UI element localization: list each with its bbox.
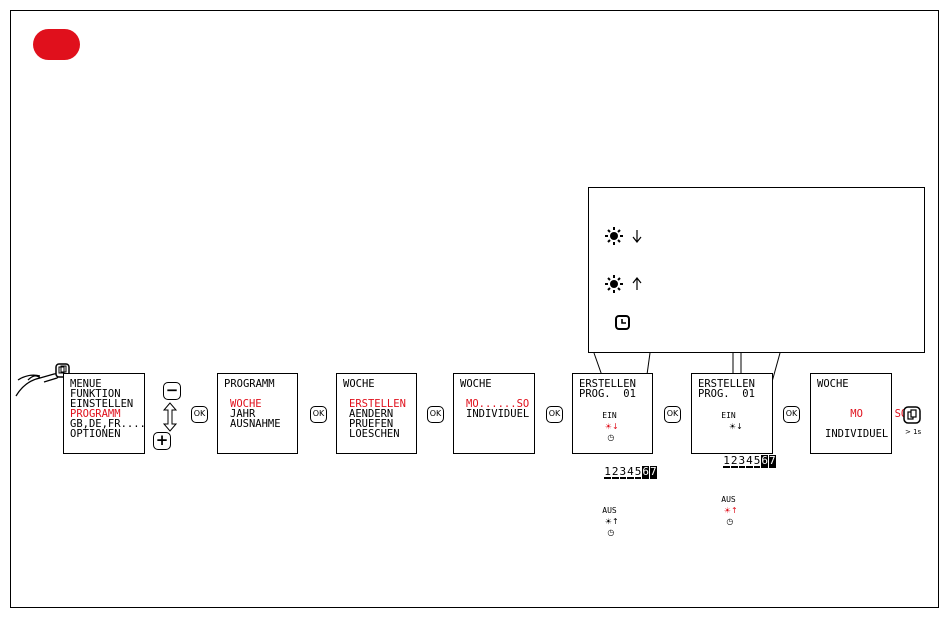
screen-title: WOCHE	[817, 378, 849, 390]
menu-line: INDIVIDUEL	[466, 408, 530, 420]
day-box-selected: 7	[650, 465, 657, 479]
menu-line: AENDERN	[349, 408, 394, 420]
erstellen-screen-1: ERSTELLEN PROG. 01 EIN ☀↓ ◷ 1234567 AUS …	[572, 373, 657, 537]
day-start: MO	[850, 408, 863, 420]
menu-line: GB,DE,FR....	[70, 418, 146, 430]
legend-symbols	[605, 227, 642, 330]
hold-duration-label: > 1s	[905, 428, 922, 436]
menu-line-selected: WOCHE	[230, 398, 262, 410]
screen-title: PROGRAMM	[224, 378, 275, 390]
sunset-icon: ☀↓	[602, 422, 619, 431]
menu-line: MENUE	[70, 378, 102, 390]
day-box: 2	[611, 465, 619, 479]
aus-label: AUS	[602, 506, 617, 515]
day-end: SO	[894, 408, 908, 420]
menu-line: INDIVIDUEL	[825, 428, 889, 440]
program-number: PROG. 01	[698, 388, 755, 400]
clock-icon: ◷	[602, 433, 615, 442]
plus-button[interactable]: +	[153, 432, 171, 450]
menu-line-selected: ERSTELLEN	[349, 398, 406, 410]
day-box-selected: 6	[642, 465, 650, 479]
woche-options-screen: WOCHE ERSTELLEN AENDERN PRUEFEN LOESCHEN	[336, 373, 417, 454]
day-box-selected: 6	[761, 454, 769, 468]
day-box: 4	[627, 465, 634, 479]
sunrise-icon: ☀↑	[602, 517, 619, 526]
ok-button[interactable]: OK	[664, 406, 681, 423]
menu-line: PRUEFEN	[349, 418, 394, 430]
erstellen-screen-2: ERSTELLEN PROG. 01 EIN ☀↓ 1234567 AUS ☀↑…	[691, 373, 776, 526]
sunrise-icon: ☀↑	[721, 506, 738, 515]
clock-icon	[615, 315, 630, 330]
ok-button[interactable]: OK	[427, 406, 444, 423]
clock-icon: ◷	[602, 528, 615, 537]
day-box: 4	[746, 454, 753, 468]
screen-title: ERSTELLEN	[579, 378, 636, 390]
menu-line: OPTIONEN	[70, 428, 121, 440]
red-indicator-dot	[33, 29, 80, 60]
diagram-frame	[10, 10, 939, 608]
day-box: 2	[730, 454, 738, 468]
woche-range-screen: WOCHE MO......SO INDIVIDUEL	[453, 373, 535, 454]
sunrise-icon	[605, 275, 642, 293]
clock-icon: ◷	[721, 517, 734, 526]
day-box: 3	[619, 465, 627, 479]
up-down-arrow-icon	[162, 402, 178, 432]
menu-line: AUSNAHME	[230, 418, 281, 430]
ok-button[interactable]: OK	[191, 406, 208, 423]
ok-button[interactable]: OK	[310, 406, 327, 423]
screen-title: ERSTELLEN	[698, 378, 755, 390]
symbol-legend-box	[588, 187, 925, 353]
menu-line: FUNKTION	[70, 388, 121, 400]
sunset-icon	[605, 227, 642, 245]
day-box: 5	[634, 465, 642, 479]
woche-summary-screen: WOCHE MO SO INDIVIDUEL	[810, 373, 907, 454]
ein-label: EIN	[721, 411, 736, 420]
menu-screen: MENUE FUNKTION EINSTELLEN PROGRAMM GB,DE…	[63, 373, 146, 454]
programm-screen: PROGRAMM WOCHE JAHR AUSNAHME	[217, 373, 298, 454]
menu-button-icon[interactable]	[903, 406, 921, 424]
screen-title: WOCHE	[343, 378, 375, 390]
menu-line-selected: PROGRAMM	[70, 408, 121, 420]
ein-label: EIN	[602, 411, 617, 420]
menu-line: LOESCHEN	[349, 428, 400, 440]
sunset-icon: ☀↓	[721, 422, 743, 431]
day-box: 1	[604, 465, 611, 479]
menu-line: EINSTELLEN	[70, 398, 134, 410]
program-number: PROG. 01	[579, 388, 636, 400]
menu-line: JAHR	[230, 408, 256, 420]
day-box: 3	[738, 454, 746, 468]
minus-button[interactable]: −	[163, 382, 181, 400]
ok-button[interactable]: OK	[546, 406, 563, 423]
day-range: MO......SO	[466, 398, 530, 410]
day-box: 5	[753, 454, 761, 468]
screen-title: WOCHE	[460, 378, 492, 390]
day-box: 1	[723, 454, 730, 468]
aus-label: AUS	[721, 495, 736, 504]
day-box-selected: 7	[769, 454, 776, 468]
ok-button[interactable]: OK	[783, 406, 800, 423]
